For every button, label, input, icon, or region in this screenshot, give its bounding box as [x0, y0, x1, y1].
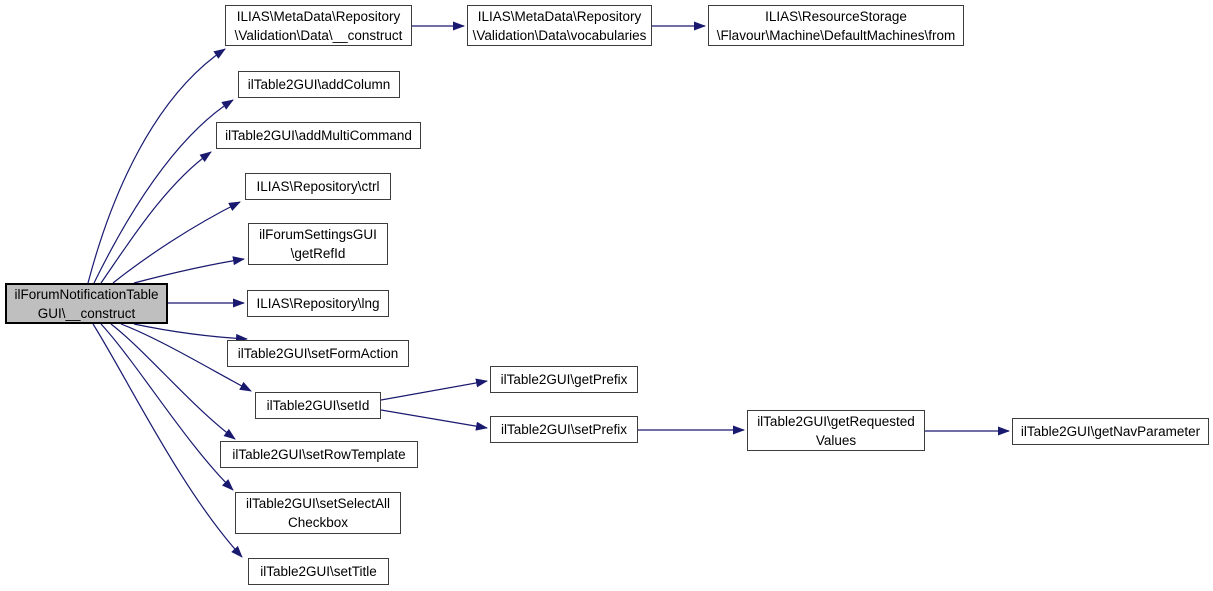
- node-ilforumnotificationtablegui-construct: ilForumNotificationTable GUI\__construct: [5, 283, 168, 324]
- node-ilias-repository-lng[interactable]: ILIAS\Repository\lng: [247, 290, 389, 317]
- edge-main-to-setid: [120, 323, 252, 392]
- node-ilforumsettingsgui-getrefid[interactable]: ilForumSettingsGUI \getRefId: [248, 223, 388, 265]
- node-iltable2gui-settitle[interactable]: ilTable2GUI\setTitle: [248, 558, 389, 585]
- node-iltable2gui-setrowtemplate[interactable]: ilTable2GUI\setRowTemplate: [220, 441, 418, 468]
- edge-main-to-addcolumn: [93, 99, 234, 284]
- node-metadata-validation-data-construct[interactable]: ILIAS\MetaData\Repository \Validation\Da…: [225, 5, 412, 46]
- node-iltable2gui-setprefix[interactable]: ilTable2GUI\setPrefix: [490, 416, 638, 443]
- node-ilias-repository-ctrl[interactable]: ILIAS\Repository\ctrl: [245, 173, 391, 200]
- node-metadata-validation-data-vocabularies[interactable]: ILIAS\MetaData\Repository \Validation\Da…: [467, 5, 652, 46]
- edge-setid-to-setprefix: [380, 409, 488, 431]
- edge-main-to-metadata-construct: [87, 48, 226, 284]
- node-iltable2gui-getnavparameter[interactable]: ilTable2GUI\getNavParameter: [1012, 418, 1209, 445]
- edge-main-to-getrefid: [133, 256, 245, 284]
- node-iltable2gui-addcolumn[interactable]: ilTable2GUI\addColumn: [238, 71, 400, 98]
- edge-main-to-settitle: [92, 323, 243, 558]
- node-iltable2gui-setid[interactable]: ilTable2GUI\setId: [255, 392, 381, 419]
- node-iltable2gui-getrequestedvalues[interactable]: ilTable2GUI\getRequested Values: [747, 410, 925, 451]
- node-iltable2gui-setformaction[interactable]: ilTable2GUI\setFormAction: [227, 340, 409, 367]
- edge-setid-to-getprefix: [380, 378, 488, 401]
- node-iltable2gui-addmulticommand[interactable]: ilTable2GUI\addMultiCommand: [216, 122, 421, 149]
- edge-main-to-setselectallcheckbox: [100, 323, 234, 491]
- edge-main-to-addmulticommand: [100, 151, 212, 284]
- edge-main-to-setformaction: [133, 323, 248, 343]
- node-iltable2gui-getprefix[interactable]: ilTable2GUI\getPrefix: [490, 366, 638, 393]
- edge-main-to-setrowtemplate: [110, 323, 236, 440]
- edge-main-to-ctrl: [112, 201, 241, 284]
- node-resourcestorage-defaultmachines-from[interactable]: ILIAS\ResourceStorage \Flavour\Machine\D…: [708, 5, 964, 46]
- node-iltable2gui-setselectallcheckbox[interactable]: ilTable2GUI\setSelectAll Checkbox: [235, 492, 401, 534]
